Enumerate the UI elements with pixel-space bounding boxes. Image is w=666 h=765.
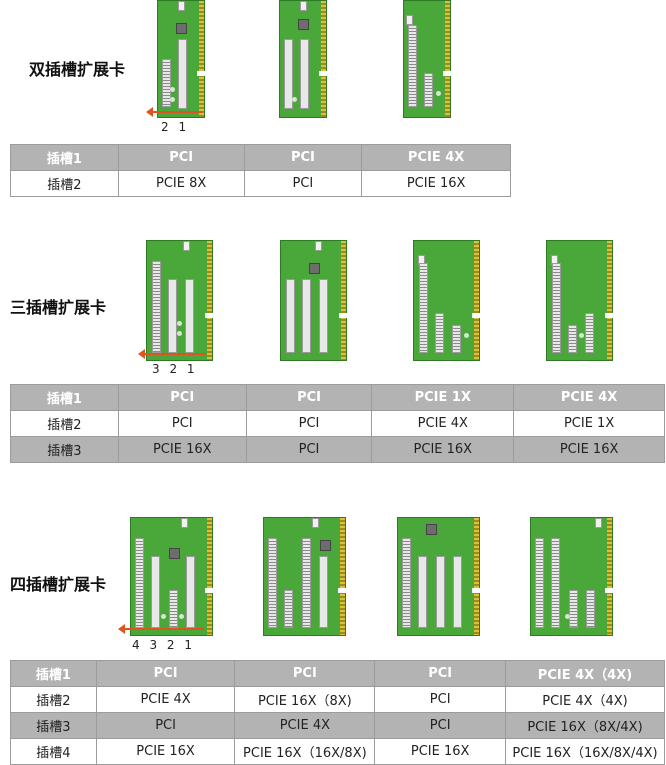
table-row: 插槽1 PCI PCI PCIE 1X PCIE 4X: [10, 384, 665, 411]
spec-table-quad-slot: 插槽1 PCI PCI PCI PCIE 4X（4X) 插槽2 PCIE 4X …: [10, 660, 665, 765]
table-cell: PCIE 16X（8X): [234, 686, 376, 713]
table-row: 插槽2 PCIE 4X PCIE 16X（8X) PCI PCIE 4X（4X): [10, 686, 665, 713]
section-title-dual-slot: 双插槽扩展卡: [29, 60, 126, 79]
table-cell: 插槽2: [10, 170, 119, 197]
table-cell: PCI: [245, 410, 373, 437]
table-cell: PCIE 16X（8X/4X): [505, 712, 665, 739]
table-cell: PCIE 1X: [513, 410, 665, 437]
table-row: 插槽2 PCIE 8X PCI PCIE 16X: [10, 170, 511, 197]
table-cell: PCI: [95, 660, 236, 687]
table-cell: 插槽3: [10, 436, 119, 463]
section-title-triple-slot: 三插槽扩展卡: [10, 298, 107, 317]
slot-numbers: 2 1: [161, 120, 187, 134]
riser-board-image: [403, 0, 452, 118]
table-cell: PCI: [117, 144, 245, 171]
table-cell: PCIE 4X: [371, 410, 515, 437]
riser-board-image: [413, 240, 481, 361]
riser-board-image: [546, 240, 614, 361]
table-cell: PCIE 4X: [95, 686, 236, 713]
slot-numbers: 3 2 1: [152, 362, 195, 376]
table-cell: PCIE 16X（16X/8X): [234, 738, 376, 765]
table-cell: PCI: [245, 436, 373, 463]
table-cell: PCI: [95, 712, 236, 739]
table-cell: 插槽2: [10, 410, 119, 437]
table-cell: PCIE 16X: [513, 436, 665, 463]
table-row: 插槽3 PCIE 16X PCI PCIE 16X PCIE 16X: [10, 436, 665, 463]
riser-board-image: [146, 240, 214, 361]
slot-direction-arrow: [118, 624, 204, 634]
riser-board-image: [130, 517, 214, 636]
table-cell: PCIE 16X: [95, 738, 236, 765]
table-cell: 插槽1: [10, 660, 97, 687]
table-cell: PCI: [374, 686, 506, 713]
riser-board-image: [397, 517, 481, 636]
table-cell: PCI: [234, 660, 376, 687]
spec-table-triple-slot: 插槽1 PCI PCI PCIE 1X PCIE 4X 插槽2 PCI PCI …: [10, 384, 665, 463]
table-cell: PCIE 8X: [117, 170, 245, 197]
table-cell: PCIE 4X（4X): [505, 686, 665, 713]
slot-direction-arrow: [138, 349, 206, 359]
riser-board-image: [530, 517, 614, 636]
table-cell: PCIE 16X: [371, 436, 515, 463]
table-cell: 插槽3: [10, 712, 97, 739]
table-cell: PCIE 1X: [371, 384, 515, 411]
table-cell: PCIE 4X（4X): [505, 660, 665, 687]
table-row: 插槽1 PCI PCI PCI PCIE 4X（4X): [10, 660, 665, 687]
table-cell: PCIE 16X: [374, 738, 506, 765]
slot-numbers: 4 3 2 1: [132, 638, 192, 652]
table-cell: PCI: [243, 144, 363, 171]
riser-board-image: [279, 0, 328, 118]
table-cell: PCIE 4X: [234, 712, 376, 739]
table-cell: 插槽1: [10, 384, 119, 411]
table-cell: PCI: [374, 660, 506, 687]
table-cell: PCI: [117, 410, 247, 437]
table-row: 插槽4 PCIE 16X PCIE 16X（16X/8X) PCIE 16X P…: [10, 738, 665, 765]
table-row: 插槽3 PCI PCIE 4X PCI PCIE 16X（8X/4X): [10, 712, 665, 739]
slot-direction-arrow: [146, 107, 202, 117]
table-cell: PCI: [243, 170, 363, 197]
table-cell: 插槽1: [10, 144, 119, 171]
table-cell: PCI: [374, 712, 506, 739]
spec-table-dual-slot: 插槽1 PCI PCI PCIE 4X 插槽2 PCIE 8X PCI PCIE…: [10, 144, 511, 197]
table-cell: 插槽4: [10, 738, 97, 765]
riser-board-image: [157, 0, 206, 118]
table-cell: PCIE 4X: [513, 384, 665, 411]
table-row: 插槽1 PCI PCI PCIE 4X: [10, 144, 511, 171]
table-cell: PCI: [117, 384, 247, 411]
table-cell: 插槽2: [10, 686, 97, 713]
table-row: 插槽2 PCI PCI PCIE 4X PCIE 1X: [10, 410, 665, 437]
table-cell: PCIE 16X（16X/8X/4X): [505, 738, 665, 765]
table-cell: PCI: [245, 384, 373, 411]
table-cell: PCIE 16X: [361, 170, 511, 197]
riser-board-image: [280, 240, 348, 361]
riser-board-image: [263, 517, 347, 636]
table-cell: PCIE 16X: [117, 436, 247, 463]
section-title-quad-slot: 四插槽扩展卡: [10, 575, 107, 594]
table-cell: PCIE 4X: [361, 144, 511, 171]
